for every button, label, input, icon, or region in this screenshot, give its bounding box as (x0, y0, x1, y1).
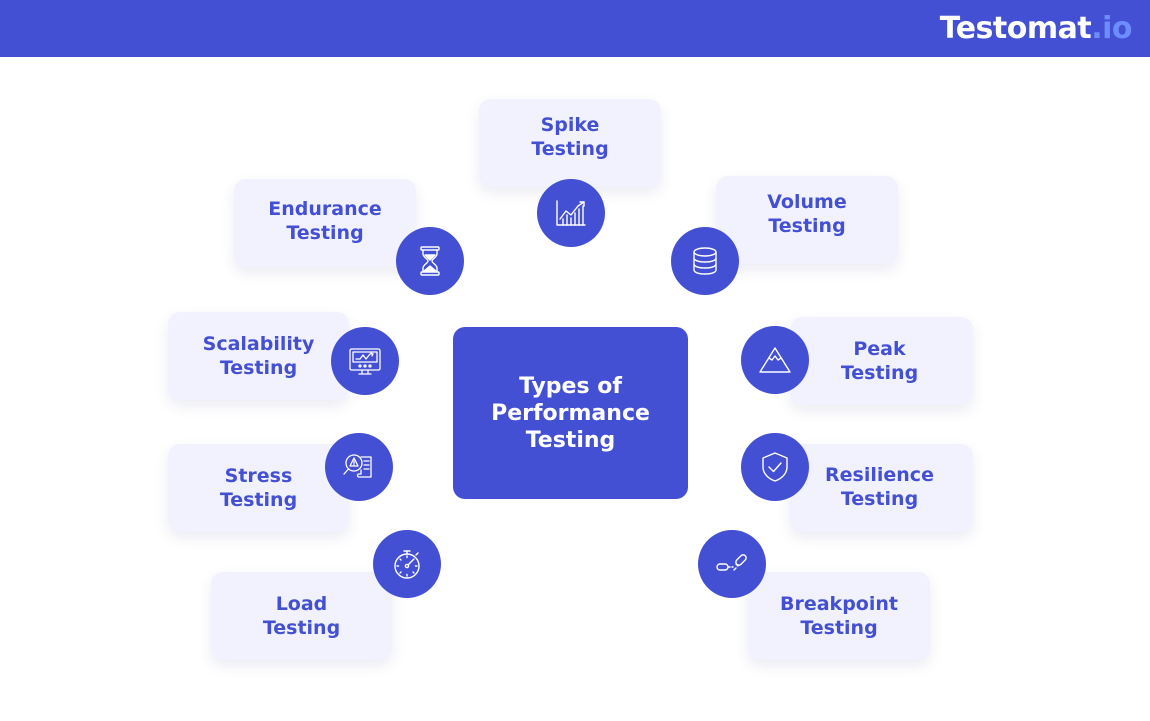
center-title-line2: Performance (491, 400, 650, 426)
peak-icon-circle (741, 326, 809, 394)
card-load-testing: Load Testing (211, 572, 392, 660)
card-stress-testing: Stress Testing (168, 444, 349, 532)
resilience-icon-circle (741, 433, 809, 501)
center-title-line1: Types of (519, 373, 622, 399)
card-title-line2: Testing (219, 357, 298, 379)
spike-icon-circle (537, 179, 605, 247)
rising-chart-icon (556, 200, 586, 226)
logo-suffix-text: .io (1091, 11, 1132, 46)
database-icon (693, 247, 717, 275)
card-title-line1: Volume (767, 191, 847, 213)
testomat-logo[interactable]: Testomat.io (939, 10, 1133, 48)
scalability-icon-circle (331, 327, 399, 395)
header-bar: Testomat.io (0, 0, 1150, 57)
card-title-line1: Peak (853, 338, 906, 360)
mountain-peak-icon (759, 347, 791, 373)
card-title-line2: Testing (800, 617, 878, 639)
card-title-line2: Testing (840, 362, 919, 384)
card-title-line1: Breakpoint (780, 593, 898, 615)
load-icon-circle (373, 530, 441, 598)
card-title-line1: Endurance (268, 198, 382, 220)
card-title-line1: Stress (224, 465, 293, 487)
center-title-box: Types of Performance Testing (453, 327, 688, 499)
warning-magnifier-document-icon (343, 454, 372, 478)
card-breakpoint-testing: Breakpoint Testing (748, 572, 930, 660)
card-spike-testing: Spike Testing (479, 99, 661, 187)
card-title-line2: Testing (219, 489, 298, 511)
card-title-line2: Testing (768, 215, 846, 237)
card-title-line2: Testing (840, 488, 919, 510)
endurance-icon-circle (396, 227, 464, 295)
card-title-line2: Testing (531, 138, 609, 160)
card-title-line2: Testing (262, 617, 341, 639)
card-title-line1: Load (275, 593, 328, 615)
hourglass-icon (420, 246, 440, 276)
stopwatch-icon (394, 550, 420, 579)
card-title-line1: Spike (540, 114, 600, 136)
card-title-line2: Testing (286, 222, 364, 244)
card-scalability-testing: Scalability Testing (168, 312, 349, 400)
monitor-chart-icon (349, 348, 381, 375)
volume-icon-circle (671, 227, 739, 295)
breakpoint-icon-circle (698, 530, 766, 598)
card-volume-testing: Volume Testing (716, 176, 898, 264)
card-resilience-testing: Resilience Testing (790, 444, 973, 532)
card-title-line1: Scalability (202, 333, 315, 355)
broken-chain-icon (716, 554, 747, 571)
stress-icon-circle (325, 433, 393, 501)
card-title-line1: Resilience (825, 464, 934, 486)
card-peak-testing: Peak Testing (790, 317, 973, 405)
shield-check-icon (762, 452, 788, 482)
center-title-line3: Testing (525, 427, 616, 453)
card-endurance-testing: Endurance Testing (234, 179, 416, 267)
logo-main-text: Testomat (939, 11, 1092, 46)
